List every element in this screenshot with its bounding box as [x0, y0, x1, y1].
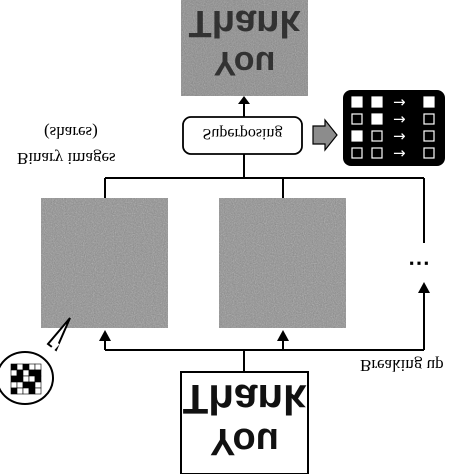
recovered-image-text: You Thank	[188, 2, 301, 82]
rule-pixel-white	[371, 113, 383, 125]
rule-arrow-icon: →	[393, 93, 406, 111]
binary-images-label: Binary images	[17, 149, 116, 168]
rule-arrow-icon: →	[393, 110, 406, 128]
rule-pixel-white	[351, 96, 363, 108]
rule-pixel-black	[371, 130, 383, 142]
secret-image-text: You Thank	[182, 378, 307, 462]
rule-pixel-black	[423, 147, 435, 159]
rule-pixel-black	[351, 147, 363, 159]
share-image-2	[219, 198, 346, 328]
rule-pixel-white	[371, 96, 383, 108]
superposing-box	[182, 116, 303, 155]
secret-image	[180, 371, 309, 474]
rule-pixel-white	[423, 96, 435, 108]
superposing-label: Superposing	[202, 125, 283, 142]
pixel-grid-icon	[10, 363, 42, 395]
shares-label: (shares)	[44, 123, 98, 142]
rule-pixel-white	[351, 130, 363, 142]
recovered-image	[181, 0, 308, 96]
rule-pixel-black	[351, 113, 363, 125]
rule-pixel-black	[423, 113, 435, 125]
breaking-up-label: Breaking up	[360, 356, 444, 375]
rule-pixel-black	[371, 147, 383, 159]
rule-arrow-icon: →	[393, 127, 406, 145]
more-shares-ellipsis: ⋯	[408, 250, 430, 275]
share-image-1	[41, 198, 168, 328]
magnifier-callout	[0, 317, 71, 405]
rule-pixel-black	[423, 130, 435, 142]
rule-arrow-icon: →	[393, 144, 406, 162]
gray-block-arrow	[312, 118, 338, 152]
superposition-rules-panel: →→→→	[343, 90, 445, 166]
